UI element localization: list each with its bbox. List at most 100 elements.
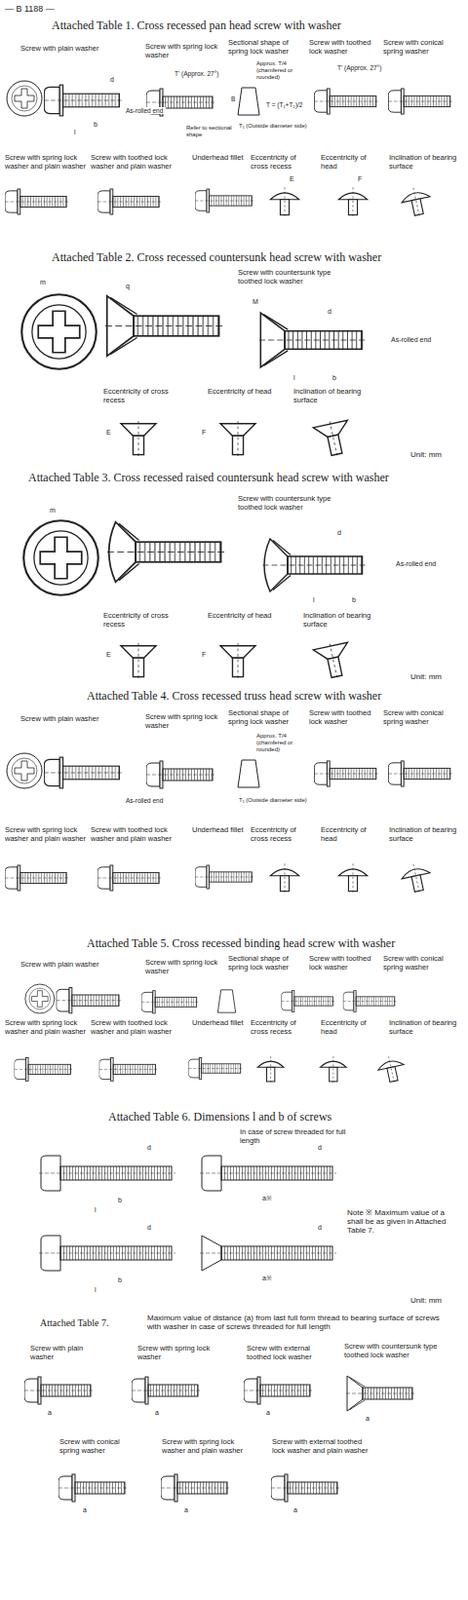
dimension-label: d	[316, 1224, 323, 1233]
screw-with-washer	[271, 1475, 340, 1503]
dimension-label: T = (T₁+T₂)/2	[265, 101, 304, 109]
figure-caption: Underhead fillet	[191, 1019, 252, 1029]
dimension-label: d	[326, 308, 333, 316]
dimension-label: d	[146, 1224, 153, 1233]
figure-caption: Sectional shape of spring lock washer	[227, 39, 298, 56]
figure-caption: Underhead fillet	[191, 826, 252, 836]
dimension-label: q	[124, 282, 131, 291]
inclination-view	[312, 640, 355, 683]
figure-caption: Eccentricity of cross recess	[249, 1019, 314, 1037]
dimension-label: M	[251, 298, 260, 307]
table-title: Attached Table 4. Cross recessed truss h…	[85, 690, 383, 704]
screw-with-washer	[131, 1377, 200, 1405]
dimension-label: b	[117, 1197, 123, 1206]
table-title: Attached Table 3. Cross recessed raised …	[27, 471, 390, 486]
screw-full-thread	[199, 1156, 337, 1192]
figure-caption: Approx. T/4 (chamfered or rounded)	[255, 60, 314, 81]
figure-caption: Sectional shape of spring lock washer	[227, 955, 298, 973]
figure-caption: Screw with external toothed lock washer …	[271, 1439, 371, 1456]
figure-caption: Screw with plain washer	[19, 961, 129, 971]
figure-caption: Screw with toothed lock washer	[308, 709, 379, 727]
figure-caption: Eccentricity of cross recess	[102, 612, 183, 629]
figure-caption: Eccentricity of cross recess	[249, 826, 314, 844]
figure-caption: Screw with conical spring washer	[382, 39, 463, 56]
dimension-label: F	[200, 651, 207, 660]
screw-with-washer	[58, 1475, 127, 1503]
screw-with-washer	[243, 1377, 312, 1405]
screw-views	[25, 984, 397, 1014]
dimension-label: l	[93, 1207, 98, 1215]
eccentricity-view	[220, 421, 256, 457]
figure-caption: Eccentricity of head	[319, 826, 381, 844]
eccentricity-view	[120, 421, 156, 457]
screw-threaded	[39, 1156, 176, 1192]
dimension-label: T₁ (Outside diameter side)	[237, 797, 309, 805]
dimension-label: a	[183, 1507, 190, 1516]
figure-caption: Screw with external toothed lock washer	[245, 1345, 336, 1363]
dimension-label: a	[81, 1507, 88, 1516]
dimension-label: a※	[261, 1195, 273, 1204]
eccentricity-view	[120, 643, 156, 679]
dimension-label: — B 1188 —	[3, 3, 56, 14]
figure-caption: As-rolled end	[124, 797, 166, 805]
screw-with-washer	[160, 1475, 230, 1503]
dimension-label: F	[356, 175, 363, 184]
figure-caption: Screw with toothed lock washer	[308, 39, 379, 56]
figure-caption: Inclination of bearing surface	[388, 154, 465, 171]
figure-caption: Screw with conical spring washer	[58, 1439, 139, 1456]
dimension-label: b	[117, 1277, 123, 1286]
screw-full-thread	[199, 1236, 337, 1272]
dimension-label: T' (Approx. 27°)	[336, 64, 383, 72]
figure-caption: Screw with spring lock washer	[144, 42, 225, 60]
dimension-label: a	[265, 1409, 272, 1418]
figure-caption: Sectional shape of spring lock washer	[227, 709, 298, 727]
figure-caption: Screw with toothed lock washer	[308, 955, 379, 973]
screw-views	[6, 753, 453, 789]
dimension-label: d	[109, 76, 116, 84]
screw-views	[14, 1053, 408, 1086]
dimension-label: l	[93, 1287, 98, 1295]
table-title: Attached Table 1. Cross recessed pan hea…	[50, 19, 343, 34]
screw-views	[4, 861, 433, 897]
figure-caption: Screw with spring lock washer and plain …	[160, 1439, 246, 1456]
countersunk-screw	[259, 312, 366, 368]
figure-caption: Eccentricity of head	[206, 612, 277, 622]
dimension-label: a	[292, 1507, 299, 1516]
dimension-label: b	[351, 596, 357, 605]
table-title: Attached Table 5. Cross recessed binding…	[85, 937, 396, 952]
figure-caption: Eccentricity of head	[206, 388, 277, 397]
dimension-label: E	[105, 651, 113, 660]
screw-views	[4, 185, 433, 220]
dimension-label: m	[39, 278, 47, 287]
dimension-label: Unit: mm	[409, 672, 443, 682]
figure-caption: Inclination of bearing surface	[302, 612, 383, 629]
figure-caption: Approx. T/4 (chamfered or rounded)	[255, 733, 314, 754]
dimension-label: d	[146, 1144, 153, 1153]
dimension-label: b	[331, 374, 338, 383]
figure-caption: Inclination of bearing surface	[388, 1019, 465, 1037]
figure-caption: Screw with countersunk type toothed lock…	[343, 1343, 443, 1361]
figure-caption: As-rolled end	[394, 560, 446, 569]
figure-caption: Screw with toothed lock washer and plain…	[89, 154, 190, 171]
head-top-view	[21, 294, 97, 370]
figure-caption: Screw with countersunk type toothed lock…	[236, 269, 356, 286]
countersunk-screw	[105, 296, 223, 357]
eccentricity-view	[220, 643, 256, 679]
figure-caption: In case of screw threaded for full lengt…	[238, 1129, 349, 1146]
screw-with-washer	[346, 1376, 415, 1412]
dimension-label: a	[364, 1415, 371, 1424]
head-top-view	[23, 520, 99, 596]
figure-caption: Screw with conical spring washer	[382, 709, 463, 727]
figure-caption: Screw with plain washer	[29, 1345, 110, 1363]
screw-threaded	[39, 1236, 176, 1272]
figure-caption: Note ※ Maximum value of a shall be as gi…	[346, 1209, 464, 1237]
screw-views	[6, 80, 453, 117]
screw-with-washer	[24, 1377, 93, 1405]
dimension-label: d	[316, 1144, 323, 1153]
dimension-label: T' (Approx. 27°)	[173, 70, 220, 78]
figure-caption: Eccentricity of cross recess	[102, 388, 183, 405]
figure-caption: Eccentricity of head	[319, 1019, 381, 1037]
dimension-label: T₁ (Outside diameter side)	[237, 122, 309, 130]
dimension-label: b	[92, 120, 99, 129]
dimension-label: d	[336, 529, 343, 538]
